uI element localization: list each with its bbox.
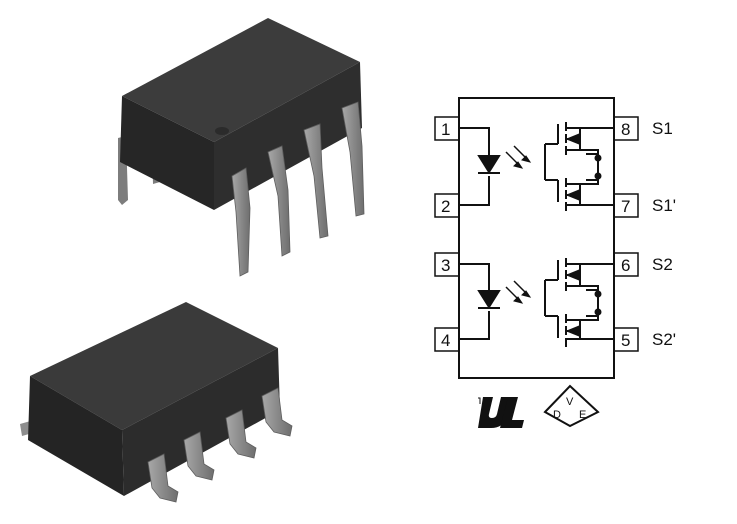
pin-6-number: 6 [621, 256, 630, 275]
pin-5-name: S2' [652, 330, 676, 349]
led-icon [459, 127, 532, 206]
pin-3-number: 3 [441, 256, 450, 275]
vde-letter-e: E [579, 409, 586, 421]
mosfet-icon [544, 258, 614, 347]
pin-1-number: 1 [441, 120, 450, 139]
ul-recognized-icon [478, 397, 524, 428]
mosfet-icon [544, 122, 614, 211]
dip8-package-icon [118, 18, 365, 277]
vde-icon: D V E [543, 384, 600, 428]
smd8-package-icon [20, 302, 293, 503]
pin-6-name: S2 [652, 255, 673, 274]
pin-7-name: S1' [652, 196, 676, 215]
pin-8-name: S1 [652, 119, 673, 138]
package-outline [458, 97, 615, 379]
pin-4-number: 4 [441, 331, 450, 350]
pin-5-number: 5 [621, 331, 630, 350]
pin-8-number: 8 [621, 120, 630, 139]
vde-letter-v: V [566, 396, 574, 408]
schematic [434, 97, 639, 379]
vde-letter-d: D [553, 409, 561, 421]
pin-7-number: 7 [621, 197, 630, 216]
led-icon [459, 263, 532, 340]
pin-2-number: 2 [441, 197, 450, 216]
